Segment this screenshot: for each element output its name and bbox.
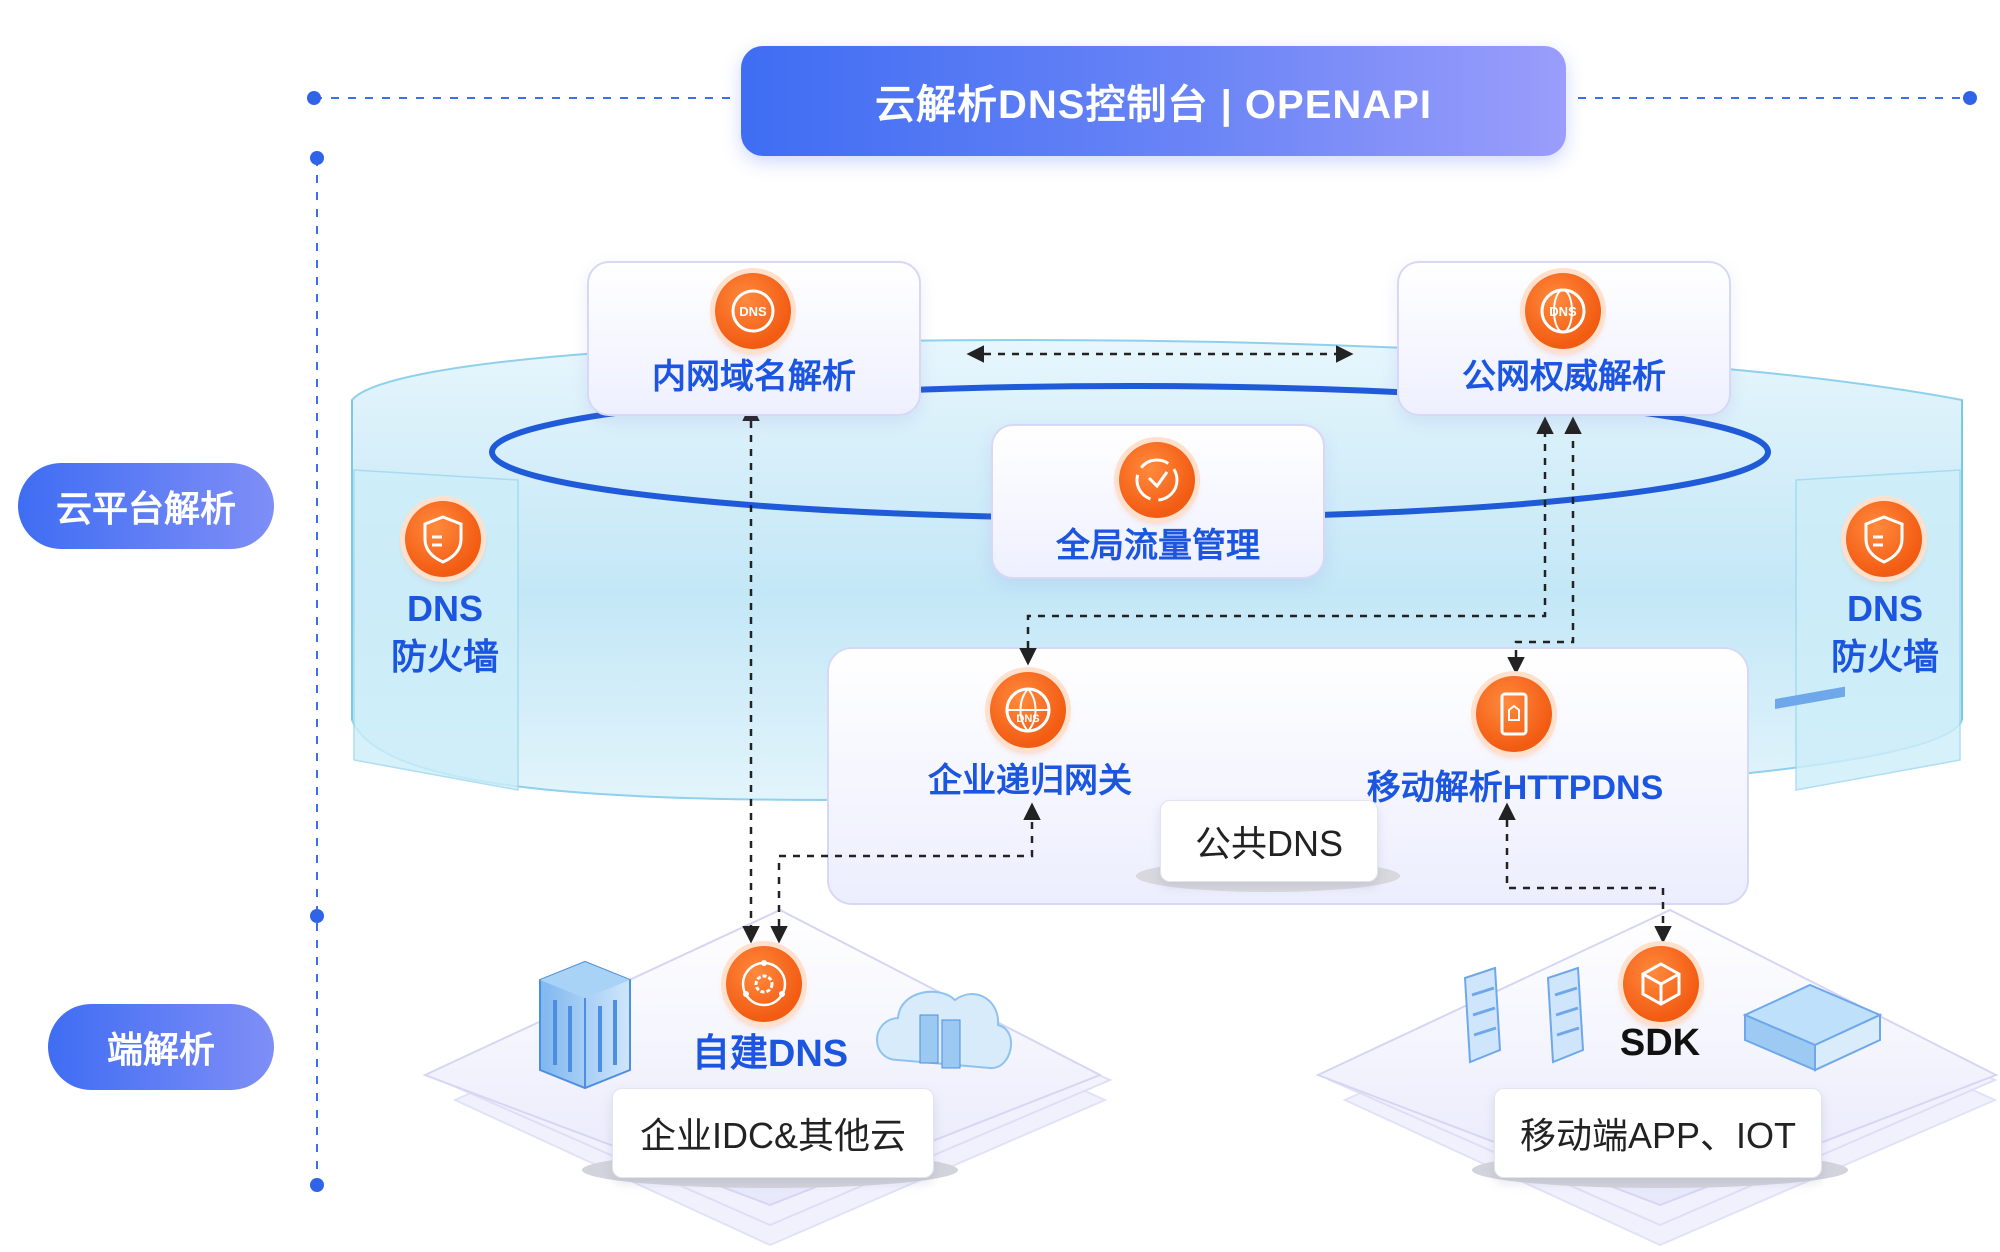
- firewall-left-line2: 防火墙: [390, 636, 499, 677]
- global-traffic-card[interactable]: 全局流量管理: [991, 424, 1325, 579]
- shield-icon: [405, 501, 481, 577]
- dns-gateway-icon: DNS: [990, 672, 1066, 748]
- public-authoritative-card[interactable]: DNS 公网权威解析: [1397, 261, 1731, 416]
- guide-dots: [307, 91, 1977, 1192]
- mobile-app-iot-tag: 移动端APP、IOT: [1494, 1088, 1822, 1178]
- building-icon: [539, 960, 631, 1090]
- shield-icon: [1846, 501, 1922, 577]
- svg-text:DNS: DNS: [1016, 713, 1039, 725]
- recursive-gateway-label[interactable]: 企业递归网关: [928, 762, 1132, 800]
- server-rack-icon-2: [1546, 966, 1585, 1064]
- svg-text:DNS: DNS: [739, 304, 767, 319]
- sdk-label[interactable]: SDK: [1619, 1022, 1701, 1064]
- gear-network-icon: [726, 946, 802, 1022]
- firewall-left-label: DNS 防火墙: [365, 585, 525, 681]
- firewall-left-line1: DNS: [406, 588, 483, 629]
- svg-text:DNS: DNS: [1549, 304, 1577, 319]
- self-dns-label[interactable]: 自建DNS: [691, 1033, 849, 1075]
- public-authoritative-label: 公网权威解析: [1462, 358, 1666, 396]
- global-traffic-label: 全局流量管理: [1056, 527, 1260, 565]
- cloud-server-icon: [876, 990, 1013, 1070]
- httpdns-label[interactable]: 移动解析HTTPDNS: [1366, 769, 1664, 807]
- intranet-dns-card[interactable]: DNS 内网域名解析: [587, 261, 921, 416]
- layer-client-pill: 端解析: [48, 1004, 274, 1090]
- cube-icon: [1623, 946, 1699, 1022]
- dns-circle-icon: DNS: [715, 273, 791, 349]
- dns-globe-icon: DNS: [1525, 273, 1601, 349]
- guide-lines: [314, 97, 1970, 1185]
- connectors: [742, 345, 1672, 944]
- traffic-cycle-icon: [1119, 442, 1195, 518]
- firewall-right-label: DNS 防火墙: [1805, 585, 1965, 681]
- firewall-right-line1: DNS: [1846, 588, 1923, 629]
- server-rack-icon-1: [1463, 966, 1502, 1064]
- public-dns-tag: 公共DNS: [1160, 800, 1378, 882]
- intranet-dns-label: 内网域名解析: [652, 358, 856, 396]
- store-icon: [1742, 686, 1883, 1072]
- firewall-right-line2: 防火墙: [1830, 636, 1939, 677]
- layer-cloud-pill: 云平台解析: [18, 463, 274, 549]
- console-openapi-banner[interactable]: 云解析DNS控制台 | OPENAPI: [741, 46, 1566, 156]
- mobile-icon: [1476, 676, 1552, 752]
- enterprise-idc-tag: 企业IDC&其他云: [612, 1088, 934, 1178]
